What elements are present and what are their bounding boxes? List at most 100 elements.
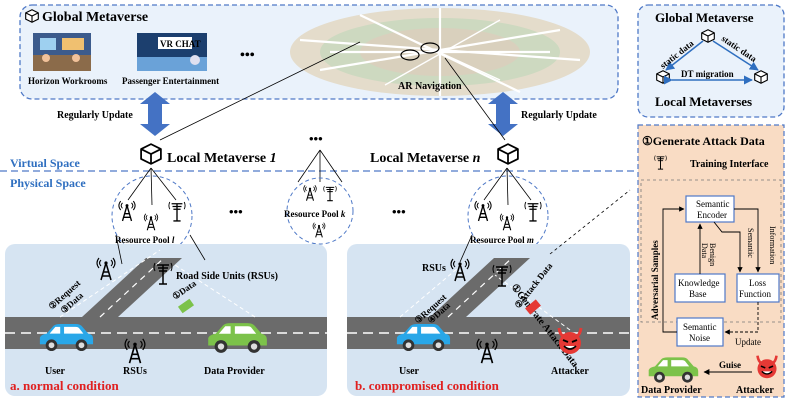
local-metaverse-ellipsis: •••	[309, 131, 323, 146]
knowledge-base-block	[674, 273, 726, 303]
attack-panel	[637, 124, 785, 398]
resource-pool-l-index: l	[172, 235, 175, 245]
antenna-icon	[303, 184, 317, 202]
regularly-update-right: Regularly Update	[521, 110, 597, 121]
signal-path-a	[59, 249, 161, 318]
semantic-info-line2: Information	[768, 226, 777, 264]
antenna-icon	[474, 200, 492, 222]
horizon-workrooms-thumbnail	[33, 33, 91, 71]
local-metaverse-1-cube-icon	[140, 143, 162, 165]
resource-pool-m-circle	[467, 175, 549, 257]
benign-data-line1: Benign	[708, 243, 717, 266]
antenna-icon	[143, 213, 159, 231]
semantic-info-line1: Semantic	[746, 228, 755, 258]
cube-icon	[701, 29, 715, 43]
semantic-noise-block	[676, 317, 724, 347]
semantic-encoder-line2: Encoder	[697, 210, 727, 220]
antenna-icon	[312, 222, 326, 238]
pools-ellipsis-right: •••	[392, 204, 406, 219]
signal-path-a2	[174, 264, 256, 318]
local-metaverse-n-cube-icon	[497, 143, 519, 165]
resource-pool-k-label: Resource Pool k	[284, 209, 346, 219]
virtual-space-label: Virtual Space	[10, 156, 81, 170]
resource-pool-m-label: Resource Pool m	[470, 235, 534, 245]
static-data-arrow-right	[712, 40, 759, 71]
attack-flow-arrows	[662, 206, 761, 335]
local-metaverse-n-text: Local Metaverse	[370, 151, 473, 166]
double-arrow-icon	[488, 92, 518, 136]
cube-icon	[754, 70, 768, 84]
pool-link-a1	[115, 234, 123, 265]
attack-data-provider-label: Data Provider	[641, 385, 702, 396]
tower-icon	[524, 201, 542, 222]
data-packet-icon	[177, 298, 195, 314]
road-diagonal-a	[82, 258, 182, 317]
dt-migration-label: DT migration	[681, 69, 734, 79]
local-metaverse-n-label: Local Metaverse n	[370, 151, 481, 166]
antenna-icon	[118, 200, 136, 222]
resource-pool-l-label: Resource Pool l	[115, 235, 175, 245]
legend-local-label: Local Metaverses	[655, 94, 752, 109]
global-metaverse-title: Global Metaverse	[42, 10, 148, 25]
static-data-arrow-left	[665, 40, 704, 71]
physical-space-label: Physical Space	[10, 176, 86, 190]
vrchat-logo: VR CHAT	[160, 39, 201, 49]
rsus-label-b: RSUs	[422, 263, 446, 274]
semantic-encoder-block	[685, 195, 735, 223]
semantic-encoder-line1: Semantic	[696, 199, 730, 209]
cube-icon	[656, 70, 670, 84]
attacker-label-b: Attacker	[551, 366, 589, 377]
attack-panel-title: ①Generate Attack Data	[642, 134, 765, 148]
semantic-noise-line2: Noise	[689, 333, 710, 343]
data-provider-label-a: Data Provider	[204, 366, 265, 377]
local-metaverse-n-index: n	[473, 151, 481, 166]
pools-ellipsis-left: •••	[229, 204, 243, 219]
pool-link-a2	[189, 234, 206, 261]
guise-label: Guise	[719, 360, 741, 370]
road-side-units-label: Road Side Units (RSUs)	[176, 271, 278, 282]
user-label-a: User	[45, 366, 66, 377]
local-to-pool-links	[127, 149, 532, 206]
map-link-left	[159, 41, 361, 141]
map-link-right	[444, 57, 506, 141]
resource-pool-k-circle	[286, 177, 354, 245]
pool-link-b1	[459, 234, 473, 263]
double-arrow-icon	[140, 92, 170, 136]
knowledge-base-line2: Base	[689, 289, 707, 299]
update-label: Update	[735, 337, 761, 347]
road-lane-diag-a	[99, 257, 165, 318]
attack-packet-icon	[525, 299, 541, 315]
signal-path-b2	[494, 274, 571, 331]
vrchat-thumbnail: VR CHAT	[137, 33, 207, 71]
training-dashed-frame	[640, 179, 782, 323]
cube-icon	[25, 9, 39, 23]
zoom-link-top	[549, 189, 631, 255]
resource-pool-l-circle	[111, 175, 193, 257]
user-label-b: User	[399, 366, 420, 377]
attack-attacker-label: Attacker	[736, 385, 774, 396]
tower-icon	[168, 201, 186, 222]
resource-pool-k-text: Resource Pool	[284, 209, 341, 219]
resource-pool-m-index: m	[527, 235, 534, 245]
tower-icon	[323, 185, 337, 202]
signal-path-b	[399, 261, 466, 318]
loss-function-line2: Function	[739, 289, 772, 299]
legend-global-label: Global Metaverse	[655, 10, 754, 25]
ar-navigation-label: AR Navigation	[398, 81, 462, 92]
apps-ellipsis: •••	[240, 48, 255, 63]
panel-b-caption: b. compromised condition	[355, 378, 500, 393]
rsus-label-a: RSUs	[123, 366, 147, 377]
loss-function-line1: Loss	[749, 278, 767, 288]
legend-box	[637, 4, 785, 118]
local-metaverse-1-index: 1	[270, 151, 277, 166]
adversarial-samples-label: Adversarial Samples	[650, 240, 660, 320]
local-metaverse-1-label: Local Metaverse 1	[167, 151, 277, 166]
passenger-entertainment-label: Passenger Entertainment	[122, 76, 219, 86]
knowledge-base-line1: Knowledge	[678, 278, 720, 288]
local-metaverse-1-text: Local Metaverse	[167, 151, 270, 166]
antenna-icon	[499, 213, 515, 231]
resource-pool-m-text: Resource Pool	[470, 235, 527, 245]
resource-pool-k-index: k	[341, 209, 346, 219]
